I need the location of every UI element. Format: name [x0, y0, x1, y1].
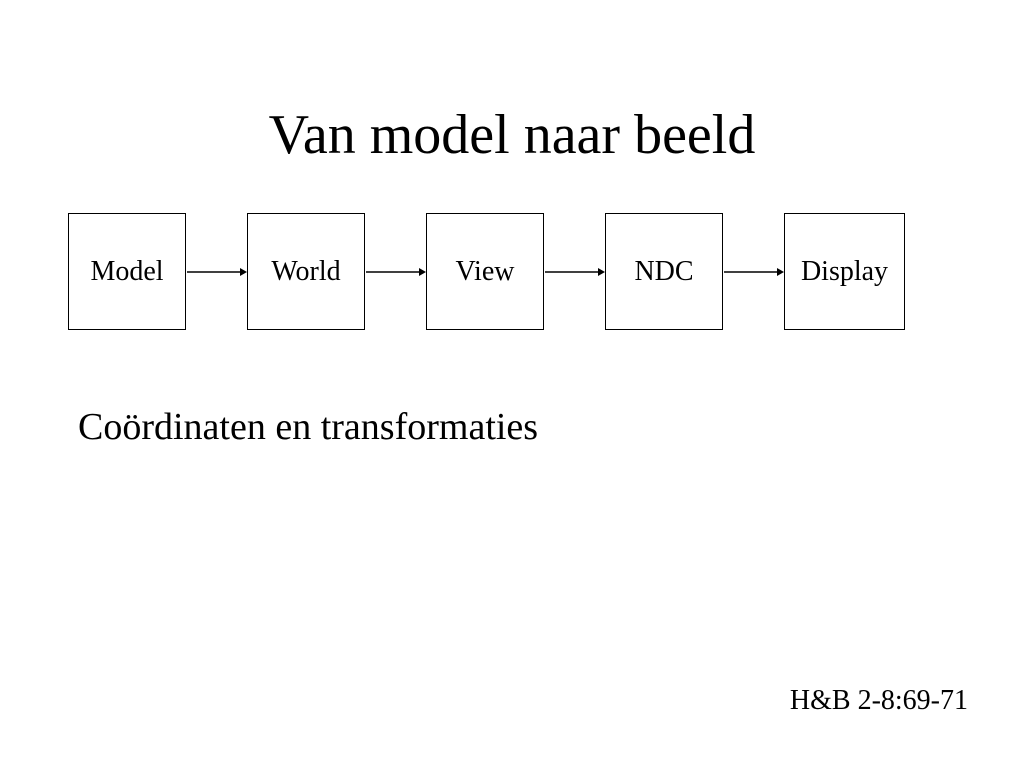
stage-box-ndc: NDC [605, 213, 723, 330]
stage-box-model: Model [68, 213, 186, 330]
stage-label-ndc: NDC [634, 255, 694, 287]
stage-box-view: View [426, 213, 544, 330]
slide-title: Van model naar beeld [268, 104, 756, 166]
stage-box-world: World [247, 213, 365, 330]
stage-label-view: View [455, 255, 515, 287]
arrow-ndc-to-display [724, 268, 784, 276]
stage-label-display: Display [800, 255, 889, 287]
arrow-view-to-ndc [545, 268, 605, 276]
arrow-model-to-world [187, 268, 247, 276]
slide-subtitle: Coördinaten en transformaties [78, 406, 539, 448]
stage-box-display: Display [784, 213, 905, 330]
source-reference: H&B 2-8:69-71 [789, 685, 968, 716]
stage-label-world: World [271, 255, 341, 287]
stage-label-model: Model [90, 255, 164, 287]
arrow-world-to-view [366, 268, 426, 276]
